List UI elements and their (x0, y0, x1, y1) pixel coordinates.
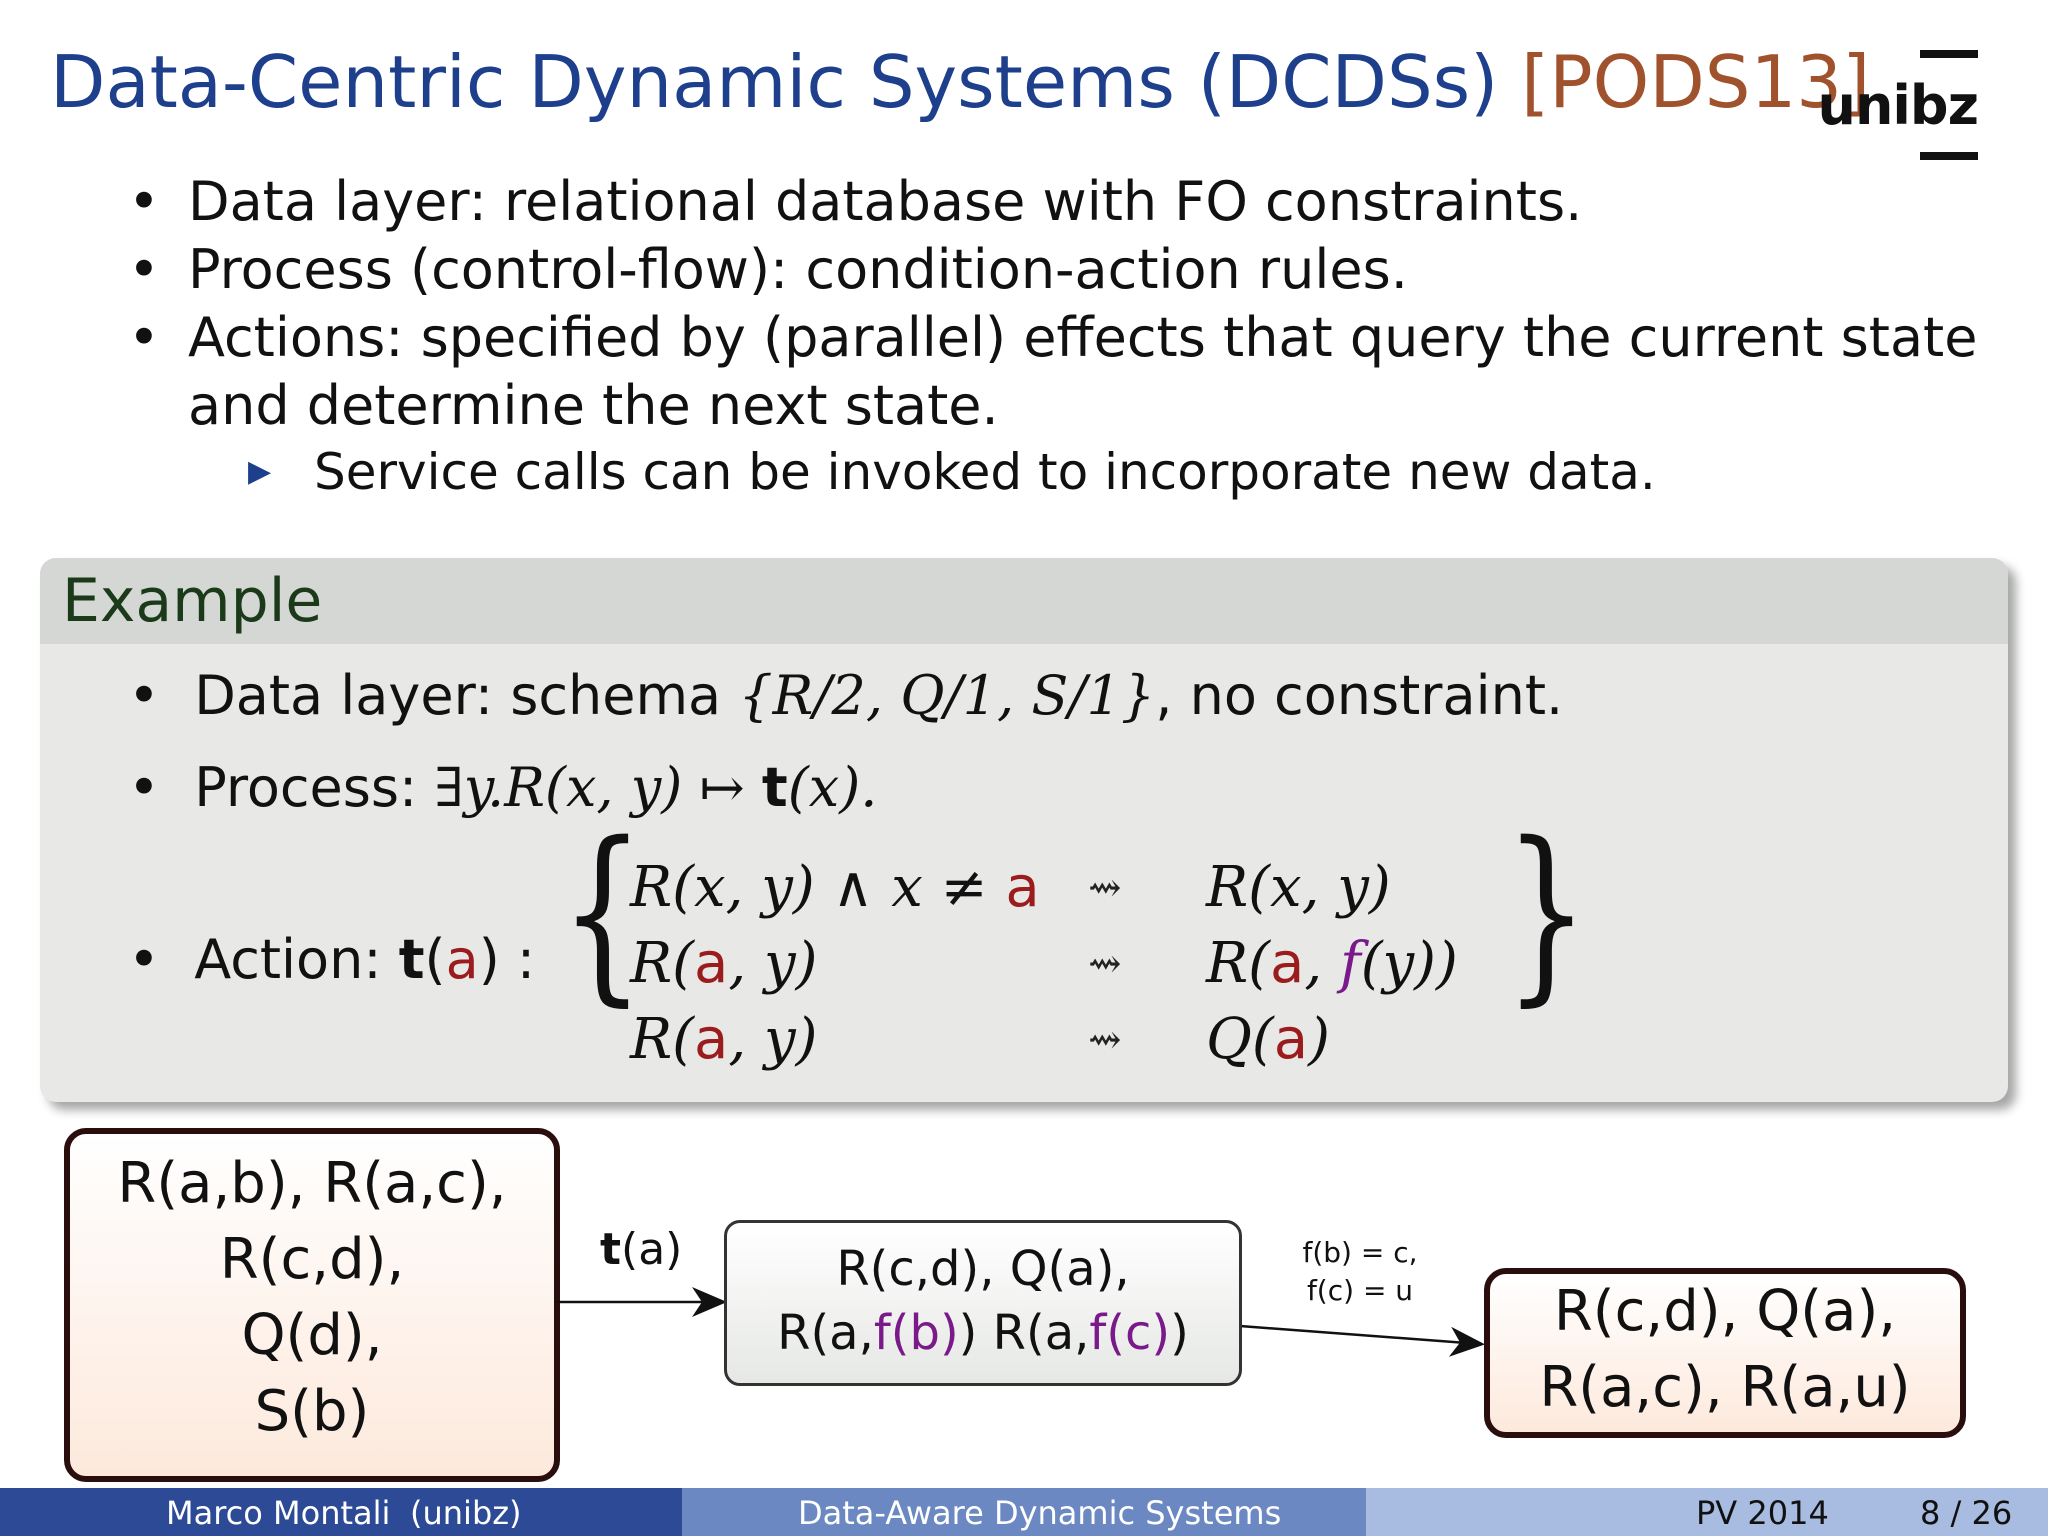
process-action-name: t (761, 756, 788, 819)
bullet-text: Actions: specified by (parallel) effects… (188, 306, 1978, 437)
transition-action-arg: (a) (621, 1224, 683, 1275)
effect-lhs: R(a, y) (630, 931, 818, 996)
logo-text: unibz (1817, 74, 1979, 137)
process-label: Process: (194, 756, 418, 819)
sub-bullet-text: Service calls can be invoked to incorpor… (314, 443, 1656, 501)
intermediate-state-box: R(c,d), Q(a), R(a,f(b)) R(a,f(c)) (724, 1220, 1242, 1386)
final-state-box: R(c,d), Q(a), R(a,c), R(a,u) (1484, 1268, 1966, 1438)
action-label: Action: (194, 928, 382, 991)
effect-lhs: R(a, y) (630, 1007, 818, 1072)
bullet-text: Data layer: relational database with FO … (188, 170, 1583, 233)
state-fact: Q(d), (241, 1303, 383, 1368)
state-fact-line: R(a,f(b)) R(a,f(c)) (777, 1305, 1189, 1361)
title-main: Data-Centric Dynamic Systems (DCDSs) (50, 40, 1499, 124)
schema-formula: {R/2, Q/1, S/1} (738, 664, 1156, 727)
logo-top-bar (1920, 50, 1978, 58)
data-layer-label: Data layer: schema (194, 664, 722, 727)
state-fact: R(c,d), Q(a), (836, 1241, 1130, 1297)
bullet-list: •Data layer: relational database with FO… (128, 168, 2028, 506)
effects-rhs: R(x, y) R(a, f(y)) Q(a) (1206, 850, 1458, 1078)
bullet-item: •Data layer: relational database with FO… (128, 170, 1583, 233)
state-fact: R(c,d), (219, 1227, 405, 1292)
footer-author: Marco Montali (166, 1494, 391, 1532)
effects-arrows: ⇝ ⇝ ⇝ (1088, 850, 1122, 1078)
effect-lhs: R(x, y) ∧ x ≠ a (630, 855, 1040, 920)
example-action: • Action: t(a) : (128, 928, 536, 991)
bullet-text: Process (control-flow): condition-action… (188, 238, 1408, 301)
slide-title: Data-Centric Dynamic Systems (DCDSs) [PO… (50, 40, 1870, 124)
service-call: f(b) (873, 1305, 959, 1361)
footer-talk-title: Data-Aware Dynamic Systems (798, 1494, 1282, 1532)
state-fact: R(a,b), R(a,c), (117, 1151, 507, 1216)
footer-venue-section: PV 2014 8 / 26 (1366, 1488, 2048, 1536)
state-fact: S(b) (254, 1379, 370, 1444)
example-process: • Process: ∃y.R(x, y) ↦ t(x). (128, 756, 878, 819)
effect-rhs: R(a, f(y)) (1206, 931, 1458, 996)
example-data-layer: • Data layer: schema {R/2, Q/1, S/1}, no… (128, 664, 1564, 727)
state-fact: R(a,c), R(a,u) (1539, 1355, 1911, 1420)
leads-to-arrow: ⇝ (1088, 941, 1122, 987)
title-citation: [PODS13] (1521, 40, 1871, 124)
bullet-item: •Actions: specified by (parallel) effect… (128, 306, 1978, 437)
footer-author-section: Marco Montali (unibz) (0, 1488, 682, 1536)
footer-bar: Marco Montali (unibz) Data-Aware Dynamic… (0, 1488, 2048, 1536)
transition-arrow-2 (1239, 1324, 1485, 1357)
process-formula: ∃y.R(x, y) ↦ (434, 756, 745, 819)
right-brace: } (1504, 802, 1589, 1023)
data-layer-suffix: , no constraint. (1155, 664, 1564, 727)
sub-bullet-item: ▶ Service calls can be invoked to incorpo… (128, 438, 2028, 506)
footer-venue: PV 2014 (1696, 1494, 1829, 1532)
logo-bottom-bar (1920, 152, 1978, 160)
service-result: f(c) = u (1306, 1274, 1414, 1307)
example-heading: Example (62, 566, 323, 636)
state-fact: R(c,d), Q(a), (1553, 1279, 1897, 1344)
unibz-logo: unibz (1818, 48, 1979, 160)
footer-title-section: Data-Aware Dynamic Systems (682, 1488, 1366, 1536)
transition-label-1: t(a) (600, 1224, 682, 1275)
triangle-bullet-icon: ▶ (248, 454, 272, 489)
left-brace: { (560, 802, 645, 1023)
action-name: t (398, 928, 425, 991)
effects-lhs: R(x, y) ∧ x ≠ a R(a, y) R(a, y) (630, 850, 1040, 1078)
bullet-item: •Process (control-flow): condition-actio… (128, 238, 1408, 301)
service-result: f(b) = c, (1302, 1236, 1418, 1269)
process-action-arg: (x). (787, 756, 878, 819)
footer-page-number: 8 / 26 (1920, 1494, 2013, 1532)
footer-affiliation: (unibz) (410, 1494, 522, 1532)
leads-to-arrow: ⇝ (1088, 1017, 1122, 1063)
leads-to-arrow: ⇝ (1088, 865, 1122, 911)
service-call: f(c) (1089, 1305, 1171, 1361)
initial-state-box: R(a,b), R(a,c), R(c,d), Q(d), S(b) (64, 1128, 560, 1482)
effect-rhs: Q(a) (1206, 1007, 1330, 1072)
example-header: Example (40, 558, 2008, 644)
action-arg: a (445, 928, 479, 991)
example-block: Example • Data layer: schema {R/2, Q/1, … (40, 558, 2008, 1102)
effect-rhs: R(x, y) (1206, 855, 1391, 920)
transition-label-2: f(b) = c, f(c) = u (1290, 1234, 1430, 1310)
transition-action-name: t (600, 1224, 622, 1275)
